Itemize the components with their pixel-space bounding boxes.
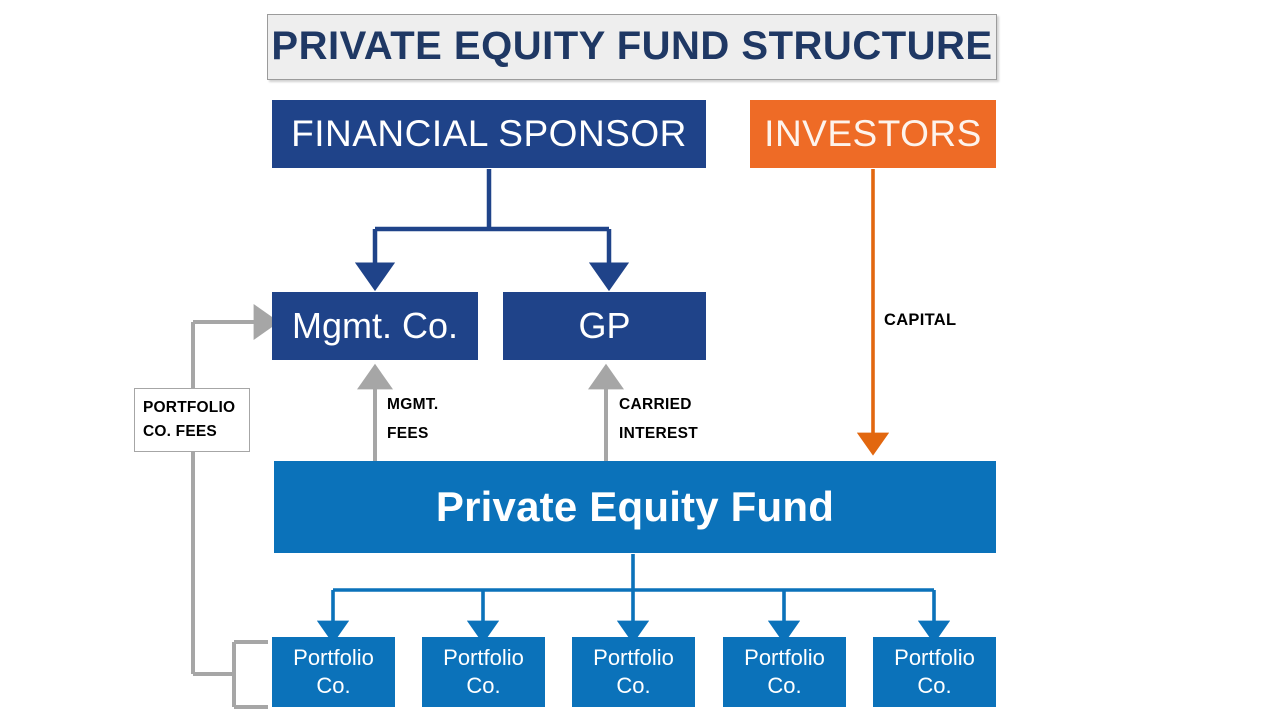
node-portfolio-company-4-line1: Portfolio — [744, 644, 825, 670]
node-portfolio-company-2-line2: Co. — [466, 673, 501, 698]
page-title: PRIVATE EQUITY FUND STRUCTURE — [267, 14, 997, 80]
node-investors[interactable]: INVESTORS — [750, 100, 996, 168]
node-portfolio-company-3-line1: Portfolio — [593, 644, 674, 670]
node-general-partner[interactable]: GP — [503, 292, 706, 360]
node-portfolio-company-2[interactable]: Portfolio Co. — [422, 637, 545, 707]
node-financial-sponsor-label: FINANCIAL SPONSOR — [291, 112, 687, 154]
edge-label-capital-text: CAPITAL — [884, 311, 957, 329]
node-general-partner-label: GP — [578, 305, 631, 347]
edge-label-mgmt-fees: MGMT. FEES — [387, 390, 438, 449]
edge-label-capital: CAPITAL — [884, 305, 956, 336]
node-portfolio-company-5[interactable]: Portfolio Co. — [873, 637, 996, 707]
node-portfolio-company-1-line2: Co. — [316, 673, 351, 698]
node-portfolio-company-4[interactable]: Portfolio Co. — [723, 637, 846, 707]
connector-fund-to-portfolio-companies — [316, 554, 951, 644]
node-investors-label: INVESTORS — [764, 112, 982, 154]
node-portfolio-company-4-line2: Co. — [767, 673, 802, 698]
node-portfolio-company-5-line2: Co. — [917, 673, 952, 698]
node-management-company-label: Mgmt. Co. — [291, 305, 459, 347]
edge-label-carried-interest-line2: INTEREST — [619, 425, 699, 443]
connector-portfolio-fees-to-mgmtco — [191, 304, 280, 709]
node-private-equity-fund-label: Private Equity Fund — [435, 483, 835, 531]
node-management-company[interactable]: Mgmt. Co. — [272, 292, 478, 360]
edge-label-mgmt-fees-line2: FEES — [387, 425, 429, 443]
edge-label-portfolio-co-fees: PORTFOLIO CO. FEES — [134, 388, 250, 452]
page-title-text: PRIVATE EQUITY FUND STRUCTURE — [271, 24, 993, 69]
node-financial-sponsor[interactable]: FINANCIAL SPONSOR — [272, 100, 706, 168]
edge-label-portfolio-co-fees-line1: PORTFOLIO — [143, 398, 236, 416]
node-portfolio-company-1[interactable]: Portfolio Co. — [272, 637, 395, 707]
node-private-equity-fund[interactable]: Private Equity Fund — [274, 461, 996, 553]
edge-label-mgmt-fees-line1: MGMT. — [387, 396, 439, 413]
node-portfolio-company-3[interactable]: Portfolio Co. — [572, 637, 695, 707]
connector-sponsor-to-mgmtco-gp — [354, 169, 630, 292]
node-portfolio-company-3-line2: Co. — [616, 673, 651, 698]
edge-label-carried-interest-line1: CARRIED — [619, 396, 692, 413]
node-portfolio-company-2-line1: Portfolio — [443, 644, 524, 670]
edge-label-carried-interest: CARRIED INTEREST — [619, 390, 698, 449]
node-portfolio-company-5-line1: Portfolio — [894, 644, 975, 670]
edge-label-portfolio-co-fees-line2: CO. FEES — [143, 423, 217, 440]
node-portfolio-company-1-line1: Portfolio — [293, 644, 374, 670]
